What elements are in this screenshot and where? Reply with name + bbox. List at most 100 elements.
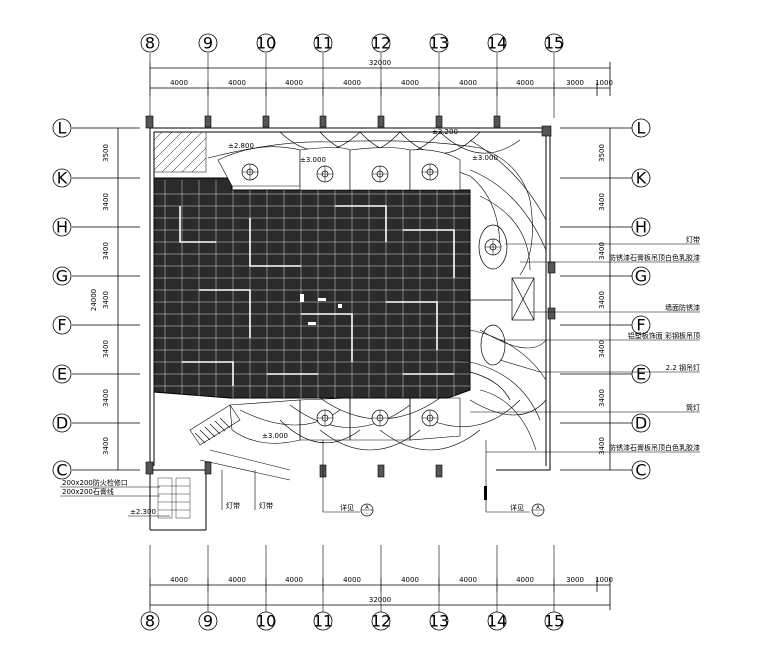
row-axis-C-right: C — [635, 461, 646, 480]
right-leader-lines — [470, 243, 700, 453]
col-axis-15-top: 15 — [544, 34, 564, 53]
col-axis-13-top: 13 — [429, 34, 449, 53]
column-axis-lines — [149, 53, 555, 612]
note-gypsum-ceiling-2: 防锈漆石膏板吊顶白色乳胶漆 — [609, 443, 700, 452]
detail-label-1: 详见 — [340, 503, 354, 512]
col-axis-11-bottom: 11 — [313, 612, 333, 631]
central-panel-ceiling — [153, 177, 471, 399]
detail-ref-2: A — [536, 505, 540, 511]
left-dim-6: 3400 — [102, 389, 110, 407]
row-axis-D-right: D — [635, 414, 647, 433]
col-axis-10-bottom: 10 — [256, 612, 276, 631]
top-dimension-chain — [149, 62, 611, 96]
note-light-strip-bottom-2: 灯带 — [259, 501, 273, 510]
detail-ref-1: A — [365, 505, 369, 511]
left-dim-7: 3400 — [102, 437, 110, 455]
row-axis-F-left: F — [57, 316, 66, 335]
elevation-mark-5: ±3.000 — [262, 432, 288, 440]
left-dim-3: 3400 — [102, 242, 110, 260]
lamp-ray-marks — [242, 164, 501, 426]
right-dim-5: 3400 — [598, 340, 606, 358]
note-gypsum-ceiling: 防锈漆石膏板吊顶白色乳胶漆 — [609, 253, 700, 262]
row-axis-L-left: L — [58, 119, 67, 138]
row-axis-F-right: F — [636, 316, 645, 335]
col-axis-12-top: 12 — [371, 34, 391, 53]
row-axis-G-right: G — [635, 267, 647, 286]
bottom-dim-9: 1000 — [595, 576, 613, 584]
bottom-dim-6: 4000 — [459, 576, 477, 584]
row-axis-D-left: D — [56, 414, 68, 433]
note-aluminum-panel: 铝塑板饰面 彩钢板吊顶 — [628, 331, 700, 340]
row-axis-E-right: E — [636, 365, 646, 384]
row-axis-E-left: E — [57, 365, 67, 384]
top-total-dim: 32000 — [369, 59, 391, 67]
left-dim-5: 3400 — [102, 340, 110, 358]
top-dim-2: 4000 — [228, 79, 246, 87]
bottom-leader-lines — [221, 440, 530, 513]
left-dim-4: 3400 — [102, 291, 110, 309]
note-pendant-lamp: 2.2 钢吊灯 — [666, 363, 700, 372]
elevation-mark-1: ±2.800 — [228, 142, 254, 150]
lower-lamp-pods — [229, 397, 461, 444]
right-dim-6: 3400 — [598, 389, 606, 407]
right-side-zone — [469, 224, 535, 401]
elevation-left: ±2.300 — [130, 508, 156, 516]
col-axis-8-bottom: 8 — [145, 612, 155, 631]
note-access-hatch: 200x200防火检修口 — [62, 478, 128, 487]
left-total-dim: 24000 — [90, 289, 98, 311]
left-dim-1: 3500 — [102, 144, 110, 162]
bottom-dim-7: 4000 — [516, 576, 534, 584]
hatched-corner — [153, 131, 207, 173]
bottom-total-dim: 32000 — [369, 596, 391, 604]
left-dim-2: 3400 — [102, 193, 110, 211]
detail-sheet-1: - — [366, 511, 368, 517]
col-axis-15-bottom: 15 — [544, 612, 564, 631]
right-dim-2: 3400 — [598, 193, 606, 211]
bottom-dim-2: 4000 — [228, 576, 246, 584]
note-light-strip-bottom-1: 灯带 — [226, 501, 240, 510]
note-wall-paint: 墙面防锈漆 — [665, 303, 700, 312]
col-axis-13-bottom: 13 — [429, 612, 449, 631]
col-axis-11-top: 11 — [313, 34, 333, 53]
row-axis-L-right: L — [637, 119, 646, 138]
bottom-dim-4: 4000 — [343, 576, 361, 584]
bottom-dim-5: 4000 — [401, 576, 419, 584]
col-axis-9-bottom: 9 — [203, 612, 213, 631]
row-axis-K-right: K — [636, 169, 647, 188]
row-axis-bubbles-left — [52, 118, 72, 480]
detail-label-2: 详见 — [510, 503, 524, 512]
right-dim-3: 3400 — [598, 242, 606, 260]
right-dim-1: 3500 — [598, 144, 606, 162]
elevation-mark-2: ±3.000 — [300, 156, 326, 164]
detail-sheet-2: - — [537, 511, 539, 517]
right-dim-7: 3400 — [598, 437, 606, 455]
col-axis-9-top: 9 — [203, 34, 213, 53]
bottom-marker — [484, 486, 487, 500]
stair-lower-left — [157, 404, 291, 519]
col-axis-12-bottom: 12 — [371, 612, 391, 631]
elevation-mark-4: ±3.000 — [472, 154, 498, 162]
top-dim-7: 4000 — [516, 79, 534, 87]
row-axis-K-left: K — [57, 169, 68, 188]
curved-ceiling-arcs — [207, 131, 547, 451]
row-axis-H-left: H — [56, 218, 68, 237]
bottom-dim-8: 3000 — [566, 576, 584, 584]
col-axis-14-bottom: 14 — [487, 612, 507, 631]
right-dimension-chain — [560, 127, 632, 471]
right-dim-4: 3400 — [598, 291, 606, 309]
left-dimension-chain — [72, 127, 140, 471]
col-axis-14-top: 14 — [487, 34, 507, 53]
note-downlight: 筒灯 — [686, 403, 700, 412]
note-gypsum-line: 200x200石膏线 — [62, 487, 114, 496]
bottom-dimension-chain — [149, 578, 611, 610]
bottom-dim-3: 4000 — [285, 576, 303, 584]
row-axis-C-left: C — [56, 461, 67, 480]
row-axis-G-left: G — [56, 267, 68, 286]
top-dim-8: 3000 — [566, 79, 584, 87]
left-leader-lines — [60, 486, 170, 517]
top-dim-4: 4000 — [343, 79, 361, 87]
elevation-mark-3: ±3.200 — [432, 128, 458, 136]
col-axis-10-top: 10 — [256, 34, 276, 53]
row-axis-H-right: H — [635, 218, 647, 237]
